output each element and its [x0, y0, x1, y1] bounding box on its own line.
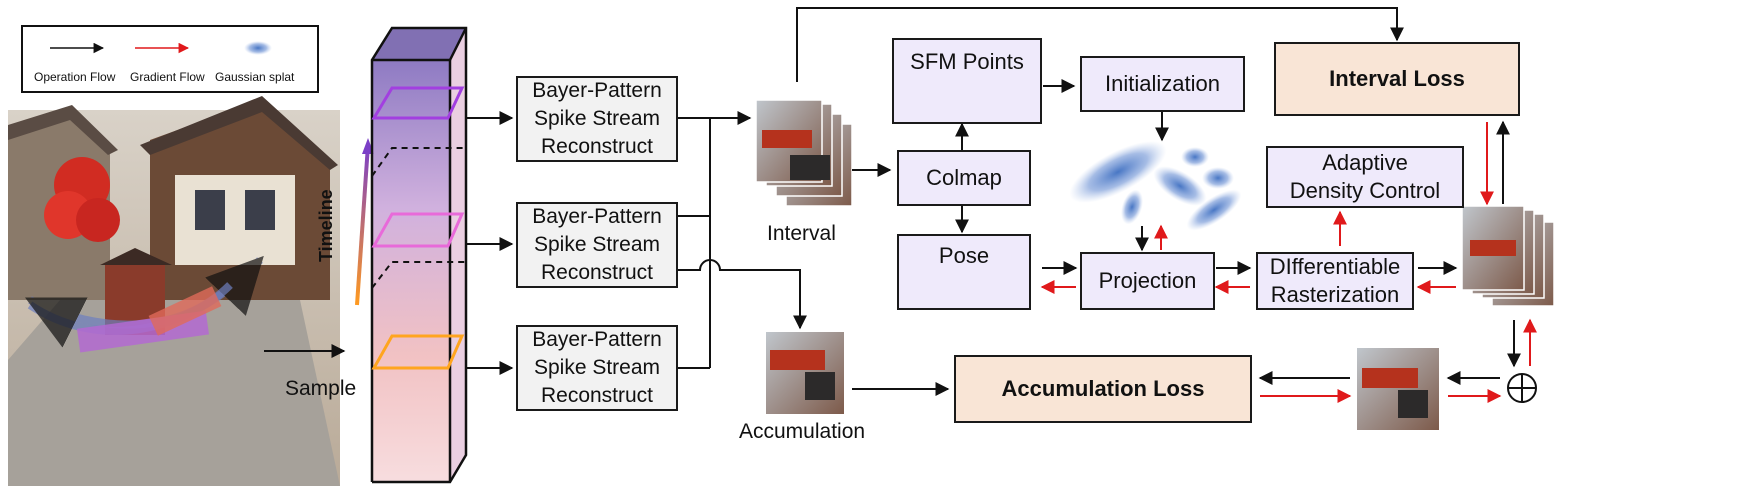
reconstruct-box-top: Bayer-Pattern Spike Stream Reconstruct [516, 76, 678, 162]
reconstruct-middle-line2: Spike Stream [533, 233, 661, 256]
legend-gradient-flow: Gradient Flow [130, 70, 205, 84]
timeline-label: Timeline [316, 189, 336, 262]
interval-loss-label: Interval Loss [1329, 66, 1465, 91]
legend-gaussian-splat: Gaussian splat [215, 70, 295, 84]
gaussian-splats [1069, 141, 1242, 231]
camera-path-frames [76, 286, 222, 353]
rasterization-line1: DIfferentiable [1269, 254, 1401, 279]
reconstruct-middle-line1: Bayer-Pattern [532, 205, 662, 228]
reconstruct-top-line3: Reconstruct [540, 135, 654, 158]
projection-label: Projection [1098, 268, 1197, 293]
colmap-box: Colmap [897, 150, 1031, 206]
sfm-points-box: SFM Points [892, 38, 1042, 124]
colmap-label: Colmap [926, 165, 1002, 190]
differentiable-rasterization-box: DIfferentiable Rasterization [1256, 252, 1414, 310]
interval-label: Interval [767, 222, 836, 245]
initialization-box: Initialization [1080, 56, 1245, 112]
rasterization-line2: Rasterization [1270, 282, 1400, 307]
reconstruct-box-bottom: Bayer-Pattern Spike Stream Reconstruct [516, 325, 678, 411]
projection-box: Projection [1080, 252, 1215, 310]
reconstruct-bottom-line3: Reconstruct [540, 384, 654, 407]
accumulation-loss-label: Accumulation Loss [1001, 376, 1205, 401]
legend-operation-flow: Operation Flow [34, 70, 116, 84]
interval-loss-box: Interval Loss [1274, 42, 1520, 116]
reconstruct-bottom-line2: Spike Stream [533, 356, 661, 379]
interval-frames [755, 99, 853, 207]
accumulation-label: Accumulation [739, 420, 866, 443]
reconstruct-box-middle: Bayer-Pattern Spike Stream Reconstruct [516, 202, 678, 288]
adaptive-density-line2: Density Control [1289, 178, 1441, 203]
reconstruct-top-line2: Spike Stream [533, 107, 661, 130]
sample-label: Sample [285, 377, 357, 400]
adaptive-density-control-box: Adaptive Density Control [1266, 146, 1464, 208]
sfm-points-label: SFM Points [910, 49, 1024, 74]
sum-node [1507, 373, 1537, 403]
pose-label: Pose [938, 243, 990, 268]
reconstruct-middle-line3: Reconstruct [540, 261, 654, 284]
initialization-label: Initialization [1105, 71, 1220, 96]
legend [21, 25, 319, 93]
accumulation-loss-box: Accumulation Loss [954, 355, 1252, 423]
adaptive-density-line1: Adaptive [1322, 150, 1408, 175]
spike-stream-cube [370, 26, 468, 484]
accumulation-frame [766, 332, 844, 414]
reconstruct-bottom-line1: Bayer-Pattern [532, 328, 662, 351]
rendered-frames [1461, 205, 1555, 307]
reconstruct-top-line1: Bayer-Pattern [532, 79, 662, 102]
street-scene-image [8, 96, 340, 486]
accumulated-render [1357, 348, 1439, 430]
pose-box: Pose [897, 234, 1031, 310]
